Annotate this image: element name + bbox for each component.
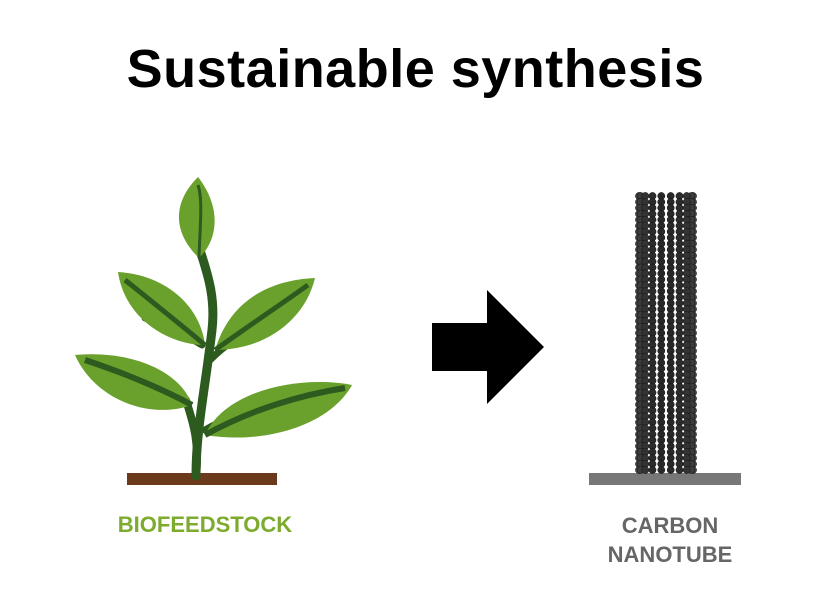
- carbon-nanotube-label-line2: NANOTUBE: [607, 542, 733, 567]
- right-arrow-icon: [432, 290, 544, 404]
- carbon-nanotube-label: CARBON NANOTUBE: [560, 511, 780, 569]
- nanotube-icon: [589, 192, 741, 485]
- substrate-bar: [589, 473, 741, 485]
- carbon-atom: [657, 466, 666, 474]
- carbon-atom: [648, 466, 657, 474]
- carbon-nanotube-label-line1: CARBON: [621, 513, 719, 538]
- plant-icon: [75, 177, 352, 485]
- carbon-atom: [682, 466, 691, 474]
- soil-bar: [127, 473, 277, 485]
- carbon-atom: [666, 466, 675, 474]
- biofeedstock-label: BIOFEEDSTOCK: [117, 512, 293, 537]
- carbon-atom: [641, 466, 650, 474]
- carbon-atom: [675, 466, 684, 474]
- page-title: Sustainable synthesis: [126, 39, 705, 99]
